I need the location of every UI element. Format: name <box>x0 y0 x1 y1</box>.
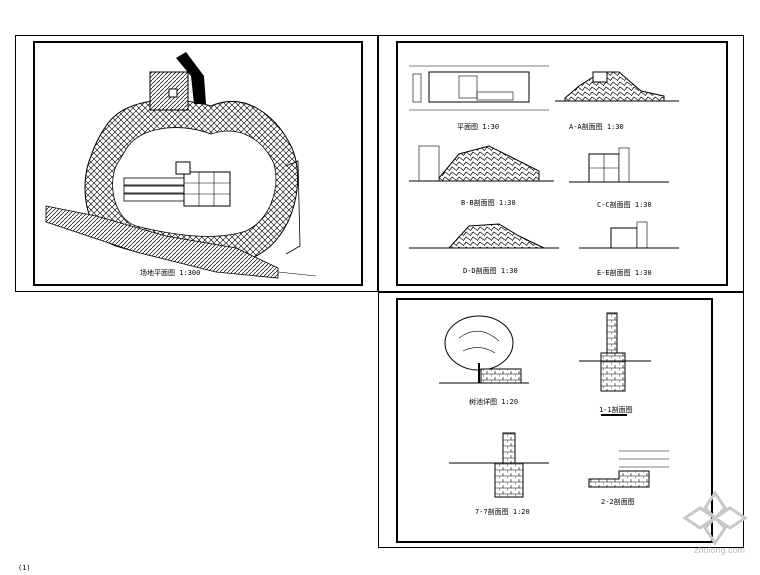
section-a-caption: A-A剖面图 1:30 <box>569 123 624 131</box>
section-d-caption: D-D剖面图 1:30 <box>463 267 518 275</box>
detail-drawings <box>439 312 669 498</box>
detail-frame <box>396 298 713 543</box>
elevation-frame <box>396 41 728 286</box>
plan-caption: 平面图 1:30 <box>457 123 500 131</box>
section-b-caption: B-B剖面图 1:30 <box>461 199 516 207</box>
step-detail-caption: 2-2剖面图 <box>601 498 635 506</box>
site-plan-caption: 场地平面图 1:300 <box>140 269 201 277</box>
tree-detail-caption: 树池详图 1:20 <box>469 398 519 406</box>
wall-detail-caption: 7-7剖面图 1:20 <box>475 508 530 516</box>
page-marker: (1) <box>18 564 31 572</box>
zhulong-logo-icon <box>682 490 748 546</box>
detail-sheet: 树池详图 1:20 1-1剖面图 7-7剖面图 1:20 2-2剖面图 <box>378 292 744 548</box>
watermark-text: zhulong.com <box>694 545 746 555</box>
post-detail-caption: 1-1剖面图 <box>599 406 633 414</box>
section-c-caption: C-C剖面图 1:30 <box>597 201 652 209</box>
site-plan-drawing <box>45 52 317 279</box>
site-plan-frame <box>33 41 363 286</box>
site-plan-sheet: 场地平面图 1:300 <box>15 35 378 292</box>
section-e-caption: E-E剖面图 1:30 <box>597 269 652 277</box>
elevation-sheet: 平面图 1:30 A-A剖面图 1:30 B-B剖面图 1:30 C-C剖面图 … <box>378 35 744 292</box>
elevation-drawings <box>409 65 679 249</box>
